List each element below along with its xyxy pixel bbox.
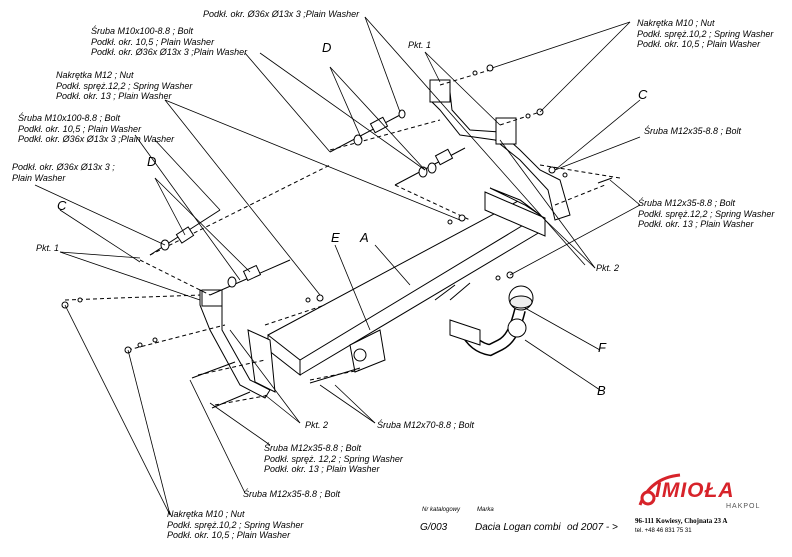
pkt1-top: Pkt. 1 bbox=[408, 40, 432, 50]
label-nut-m10-top-right: Nakrętka M10 ; Nut Podkł. spręż.10,2 ; S… bbox=[637, 18, 774, 49]
pkt2-bottom: Pkt. 2 bbox=[305, 420, 329, 430]
tow-ball-assembly bbox=[434, 282, 534, 357]
label-washer-left: Podkł. okr. Ø36x Ø13x 3 ; Plain Washer bbox=[12, 162, 115, 183]
fasteners bbox=[61, 64, 613, 409]
label-bolt-m10x100-top: Śruba M10x100-8.8 ; Bolt Podkł. okr. 10,… bbox=[91, 26, 248, 57]
callout-c-left: C bbox=[57, 198, 67, 213]
catalog-number: G/003 bbox=[420, 522, 448, 533]
assembly-lines bbox=[64, 69, 621, 406]
pkt1-left: Pkt. 1 bbox=[36, 243, 60, 253]
label-nut-m12: Nakrętka M12 ; Nut Podkł. spręż.12,2 ; S… bbox=[56, 70, 193, 101]
label-bolt-m12x70: Śruba M12x70-8.8 ; Bolt bbox=[377, 420, 475, 430]
model-year: od 2007 - > bbox=[567, 522, 618, 533]
label-bolt-m12x35-bottom: Śruba M12x35-8.8 ; Bolt bbox=[243, 489, 341, 499]
brand-label: Marka bbox=[477, 507, 494, 513]
right-bracket bbox=[429, 79, 571, 221]
label-nut-m10-bottom: Nakrętka M10 ; Nut Podkł. spręż.10,2 ; S… bbox=[167, 509, 304, 540]
callout-d-top: D bbox=[322, 40, 332, 55]
label-bolt-m12x35-right-full: Śruba M12x35-8.8 ; Bolt Podkł. spręż.12,… bbox=[638, 198, 775, 229]
vehicle-model: Dacia Logan combi bbox=[475, 522, 561, 533]
logo-swoosh bbox=[638, 473, 681, 506]
callout-f: F bbox=[598, 340, 606, 355]
pkt2-right: Pkt. 2 bbox=[596, 263, 620, 273]
label-washer-top: Podkł. okr. Ø36x Ø13x 3 ;Plain Washer bbox=[203, 9, 360, 19]
label-bolt-m10x100-left: Śruba M10x100-8.8 ; Bolt Podkł. okr. 10,… bbox=[18, 113, 175, 144]
label-bolt-m12x35-bottom-full: Śruba M12x35-8.8 ; Bolt Podkł. spręż. 12… bbox=[264, 443, 403, 474]
main-crossbar bbox=[267, 187, 546, 377]
label-bolt-m12x35-right: Śruba M12x35-8.8 ; Bolt bbox=[644, 126, 742, 136]
logo-subtitle: HAKPOL bbox=[726, 503, 761, 510]
company-logo: IMIOŁA bbox=[655, 479, 735, 502]
callout-c-right: C bbox=[638, 87, 648, 102]
callout-a: A bbox=[360, 230, 369, 245]
left-bracket bbox=[199, 289, 276, 399]
callout-b: B bbox=[597, 383, 606, 398]
callout-d-left: D bbox=[147, 154, 157, 169]
leader-lines bbox=[34, 16, 641, 516]
callout-e: E bbox=[331, 230, 340, 245]
company-phone: tel. +48 46 831 75 31 bbox=[635, 528, 692, 534]
socket-plate bbox=[349, 329, 386, 373]
company-address: 96-111 Kowiesy, Chojnata 23 A bbox=[635, 517, 728, 525]
catalog-label: Nr katalogowy bbox=[422, 507, 461, 513]
